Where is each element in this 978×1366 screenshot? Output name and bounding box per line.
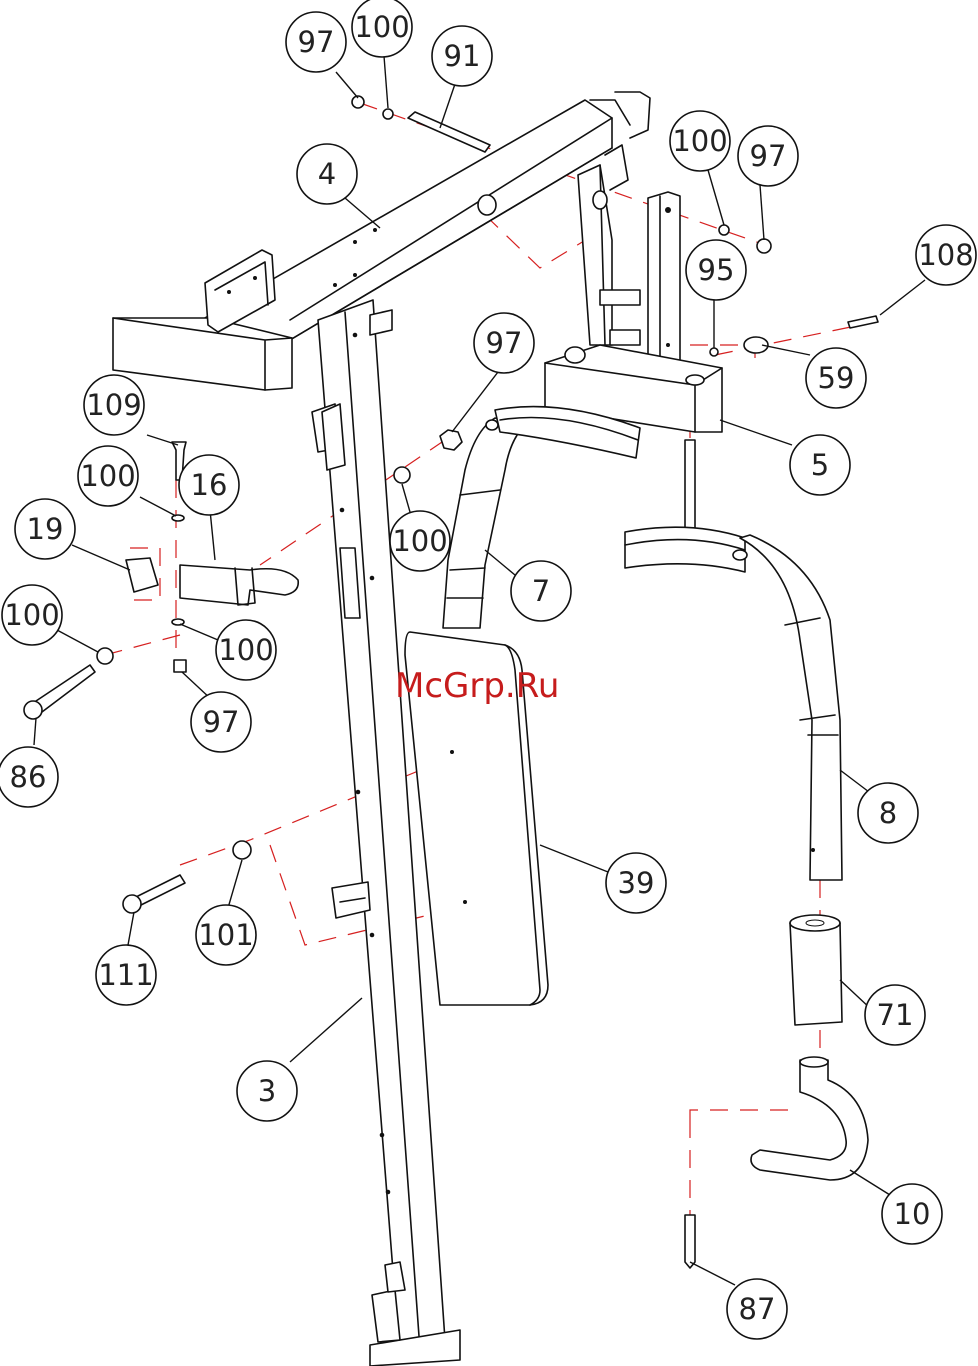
callout-39: 39 — [606, 853, 666, 913]
svg-text:97: 97 — [750, 139, 787, 173]
callout-8: 8 — [858, 783, 918, 843]
svg-text:91: 91 — [444, 39, 481, 73]
callout-108: 108 — [916, 225, 976, 285]
svg-text:101: 101 — [198, 918, 253, 952]
callout-100-top-right: 100 — [670, 111, 730, 171]
callout-97-top-left: 97 — [286, 12, 346, 72]
callout-91: 91 — [432, 26, 492, 86]
svg-text:100: 100 — [218, 633, 273, 667]
svg-text:97: 97 — [298, 25, 335, 59]
handle-part — [751, 1057, 868, 1180]
callout-109: 109 — [84, 375, 144, 435]
svg-text:86: 86 — [10, 760, 47, 794]
svg-text:19: 19 — [27, 512, 64, 546]
svg-text:100: 100 — [672, 124, 727, 158]
callout-100-far-left: 100 — [2, 585, 62, 645]
svg-text:39: 39 — [618, 866, 655, 900]
right-pec-arm-part — [625, 527, 842, 880]
svg-text:100: 100 — [354, 10, 409, 44]
svg-text:97: 97 — [486, 326, 523, 360]
callout-87: 87 — [727, 1279, 787, 1339]
svg-text:95: 95 — [698, 253, 735, 287]
svg-text:108: 108 — [918, 238, 973, 272]
svg-text:100: 100 — [392, 524, 447, 558]
callout-5: 5 — [790, 435, 850, 495]
svg-text:10: 10 — [894, 1197, 931, 1231]
callout-97-left: 97 — [191, 692, 251, 752]
callout-100-center: 100 — [390, 511, 450, 571]
svg-text:59: 59 — [818, 361, 855, 395]
callout-16: 16 — [179, 455, 239, 515]
svg-text:7: 7 — [532, 574, 550, 608]
svg-text:8: 8 — [879, 796, 897, 830]
svg-text:3: 3 — [258, 1074, 276, 1108]
callout-7: 7 — [511, 561, 571, 621]
callout-100-left-lower: 100 — [216, 620, 276, 680]
callout-97-top-right: 97 — [738, 126, 798, 186]
callout-4: 4 — [297, 144, 357, 204]
callout-97-center: 97 — [474, 313, 534, 373]
callout-59: 59 — [806, 348, 866, 408]
roller-part — [790, 915, 842, 1025]
callout-19: 19 — [15, 499, 75, 559]
callout-100-left-upper: 100 — [78, 446, 138, 506]
callout-86: 86 — [0, 747, 58, 807]
callout-71: 71 — [865, 985, 925, 1045]
svg-text:100: 100 — [80, 459, 135, 493]
svg-text:4: 4 — [318, 157, 336, 191]
svg-text:109: 109 — [86, 388, 141, 422]
pec-carriage-part — [545, 192, 722, 530]
callout-100-top-left: 100 — [352, 0, 412, 57]
svg-text:100: 100 — [4, 598, 59, 632]
svg-text:87: 87 — [739, 1292, 776, 1326]
svg-text:16: 16 — [191, 468, 228, 502]
callout-101: 101 — [196, 905, 256, 965]
svg-text:97: 97 — [203, 705, 240, 739]
watermark-text: McGrp.Ru — [395, 666, 559, 706]
top-beam-part — [113, 92, 650, 390]
callout-111: 111 — [96, 945, 156, 1005]
callout-95: 95 — [686, 240, 746, 300]
callout-3: 3 — [237, 1061, 297, 1121]
svg-text:71: 71 — [877, 998, 914, 1032]
svg-text:5: 5 — [811, 448, 829, 482]
svg-text:111: 111 — [98, 958, 153, 992]
callout-10: 10 — [882, 1184, 942, 1244]
